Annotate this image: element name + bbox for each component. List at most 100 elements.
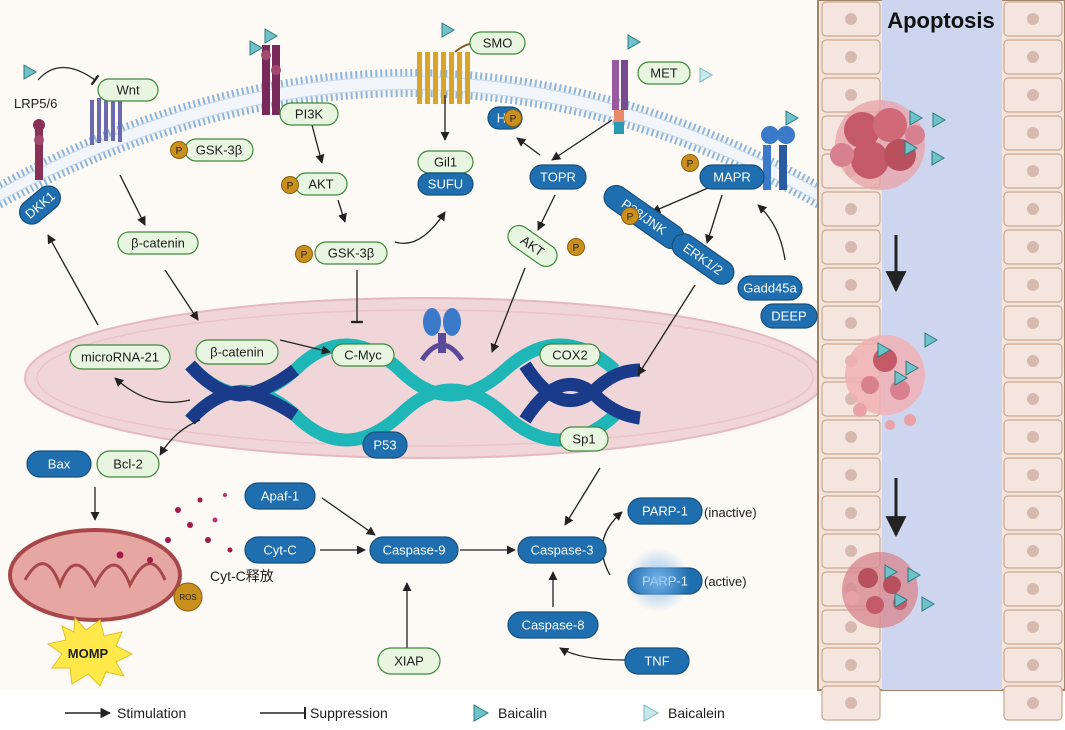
protein-text-beta-catenin-1: β-catenin xyxy=(131,236,185,251)
svg-text:P: P xyxy=(301,250,308,261)
lrp-receptor-icon xyxy=(33,119,45,180)
protein-gsk3b-mid: GSK-3β xyxy=(314,241,388,265)
dna-helix xyxy=(185,338,642,447)
protein-text-apaf1: Apaf-1 xyxy=(261,489,299,504)
mitochondrion-icon xyxy=(8,528,182,622)
protein-text-bax: Bax xyxy=(48,457,71,472)
baicalin-marker-icon xyxy=(894,592,908,608)
nucleus-inner xyxy=(36,309,814,447)
baicalin-marker-icon xyxy=(884,564,898,580)
baicalin-marker-icon xyxy=(932,112,946,128)
baicalin-marker-icon xyxy=(249,40,263,56)
pathway-arrows xyxy=(37,67,786,661)
protein-text-tnf: TNF xyxy=(644,654,669,669)
protein-p38jnk: P38/JNK xyxy=(603,184,685,250)
protein-microrna21: microRNA-21 xyxy=(69,344,171,370)
protein-caspase9: Caspase-9 xyxy=(369,536,459,564)
protein-text-p53: P53 xyxy=(373,438,396,453)
baicalin-marker-icon xyxy=(441,22,455,38)
protein-text-wnt: Wnt xyxy=(116,83,140,98)
baicalein-marker-icon xyxy=(699,67,713,83)
protein-labels: WntGSK-3βPI3KSMOGil1SUFUMETH3TOPRMAPRDKK… xyxy=(18,31,818,675)
protein-bax: Bax xyxy=(26,450,92,478)
endothelial-cell xyxy=(1003,457,1063,493)
parp1-inactive-note: (inactive) xyxy=(704,505,757,520)
protein-text-gsk3b-top: GSK-3β xyxy=(196,143,243,158)
endothelial-cell xyxy=(1003,229,1063,265)
endothelial-cell xyxy=(1003,305,1063,341)
protein-text-cmyc: C-Myc xyxy=(344,348,382,363)
momp-burst-icon xyxy=(46,616,134,687)
protein-text-caspase8: Caspase-8 xyxy=(522,618,585,633)
protein-text-pi3k: PI3K xyxy=(295,107,324,122)
protein-text-cox2: COX2 xyxy=(552,348,587,363)
mapr-receptor-icon xyxy=(761,126,795,190)
transcription-factor-icon xyxy=(419,308,465,362)
protein-text-mapr: MAPR xyxy=(713,170,751,185)
protein-text-sp1: Sp1 xyxy=(572,432,595,447)
protein-text-gadd45a: Gadd45a xyxy=(743,281,797,296)
legend-baicalein: Baicalein xyxy=(668,705,725,721)
protein-akt-1: AKT xyxy=(294,172,348,196)
endothelial-cell xyxy=(1003,343,1063,379)
endothelial-cell xyxy=(1003,571,1063,607)
legend-background xyxy=(0,690,1065,725)
phosphate-icon: P xyxy=(170,141,188,159)
smo-receptor-icon xyxy=(417,42,481,104)
endothelial-cell xyxy=(1003,533,1063,569)
protein-met: MET xyxy=(637,61,691,85)
legend: Stimulation Suppression Baicalin Baicale… xyxy=(65,704,725,722)
protein-deep: DEEP xyxy=(760,303,818,329)
baicalin-marker-icon xyxy=(905,360,919,376)
baicalein-icon xyxy=(643,704,660,722)
legend-stimulation: Stimulation xyxy=(117,705,186,721)
momp-label: MOMP xyxy=(68,646,109,661)
drug-markers xyxy=(23,22,946,612)
protein-text-xiap: XIAP xyxy=(394,654,424,669)
protein-mapr: MAPR xyxy=(699,164,765,190)
svg-text:P: P xyxy=(687,159,694,170)
protein-text-topr: TOPR xyxy=(540,170,576,185)
endothelial-cell xyxy=(821,305,881,341)
endothelial-cell xyxy=(821,39,881,75)
endothelial-cell xyxy=(1003,1,1063,37)
phosphate-icon: P xyxy=(681,154,699,172)
endothelial-cell xyxy=(1003,191,1063,227)
protein-tnf: TNF xyxy=(624,647,690,675)
protein-sp1: Sp1 xyxy=(559,426,609,452)
protein-text-caspase9: Caspase-9 xyxy=(383,543,446,558)
protein-text-microrna21: microRNA-21 xyxy=(81,350,159,365)
baicalin-marker-icon xyxy=(909,110,923,126)
protein-text-gil1: Gil1 xyxy=(434,155,457,170)
protein-text-caspase3: Caspase-3 xyxy=(531,543,594,558)
protein-caspase8: Caspase-8 xyxy=(507,611,599,639)
protein-gadd45a: Gadd45a xyxy=(737,275,803,301)
svg-text:P: P xyxy=(510,114,517,125)
endothelial-cell xyxy=(1003,115,1063,151)
cytc-particles xyxy=(116,493,233,563)
phosphate-icon: P xyxy=(504,109,522,127)
protein-xiap: XIAP xyxy=(377,647,441,675)
svg-text:P: P xyxy=(573,243,580,254)
endothelial-cell xyxy=(1003,153,1063,189)
baicalin-marker-icon xyxy=(23,64,37,80)
endothelial-cell xyxy=(821,1,881,37)
parp1-glow xyxy=(626,548,690,612)
protein-sufu: SUFU xyxy=(417,172,474,196)
protein-gil1: Gil1 xyxy=(417,150,474,174)
svg-text:P: P xyxy=(176,146,183,157)
endothelial-cell xyxy=(821,229,881,265)
protein-p53: P53 xyxy=(362,431,408,459)
endothelial-cell xyxy=(1003,267,1063,303)
baicalin-icon xyxy=(473,704,490,722)
baicalin-marker-icon xyxy=(921,596,935,612)
protein-text-cytc: Cyt-C xyxy=(263,543,296,558)
endothelial-cell xyxy=(1003,495,1063,531)
baicalin-marker-icon xyxy=(931,150,945,166)
baicalin-marker-icon xyxy=(627,34,641,50)
receptor-label: LRP5/6 xyxy=(14,96,57,111)
endothelial-cell xyxy=(821,647,881,683)
phosphate-icon: P xyxy=(567,238,585,256)
